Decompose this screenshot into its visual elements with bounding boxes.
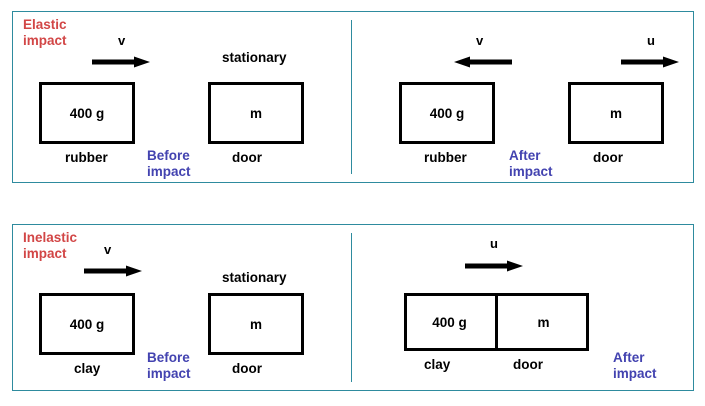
mass-label: 400 g — [432, 314, 467, 330]
arrow-right-v-before-inelastic — [84, 265, 146, 277]
arrow-right-v-before-elastic — [92, 56, 154, 68]
caption-after-impact-inelastic: After impact — [613, 350, 657, 381]
panel-divider — [351, 20, 352, 174]
mass-label: m — [537, 314, 550, 330]
stationary-label-elastic: stationary — [222, 50, 287, 65]
velocity-symbol-u-after-inelastic: u — [490, 236, 498, 251]
body-label-door-before-inelastic: door — [232, 361, 262, 376]
mass-box-door-before-inelastic: m — [208, 293, 304, 355]
mass-box-door-before-elastic: m — [208, 82, 304, 144]
velocity-symbol-u-after-elastic: u — [647, 33, 655, 48]
mass-box-joined-clay-door-after-inelastic: 400 g m — [404, 293, 589, 351]
arrow-right-u-after-inelastic — [465, 260, 527, 272]
mass-label: 400 g — [429, 105, 465, 121]
mass-label: 400 g — [69, 316, 105, 332]
body-label-door-after-inelastic: door — [513, 357, 543, 372]
body-label-door-after-elastic: door — [593, 150, 623, 165]
stationary-label-inelastic: stationary — [222, 270, 287, 285]
body-label-clay-after-inelastic: clay — [424, 357, 451, 372]
velocity-symbol-v-before-elastic: v — [118, 33, 126, 48]
panel-divider — [351, 233, 352, 382]
mass-label: m — [609, 105, 622, 121]
mass-box-clay-before-inelastic: 400 g — [39, 293, 135, 355]
joined-cell-clay: 400 g — [404, 296, 495, 348]
arrow-right-u-after-elastic — [621, 56, 683, 68]
arrow-left-v-after-elastic — [450, 56, 512, 68]
caption-before-impact-elastic: Before impact — [147, 148, 191, 179]
body-label-rubber-before-elastic: rubber — [65, 150, 108, 165]
mass-label: m — [249, 105, 262, 121]
heading-inelastic-impact: Inelastic impact — [23, 230, 78, 261]
caption-before-impact-inelastic: Before impact — [147, 350, 191, 381]
heading-elastic-impact: Elastic impact — [23, 17, 67, 48]
mass-label: m — [249, 316, 262, 332]
panel-elastic-impact: Elastic impact v stationary 400 g rubber… — [12, 11, 694, 183]
velocity-symbol-v-before-inelastic: v — [104, 242, 112, 257]
mass-label: 400 g — [69, 105, 105, 121]
joined-cell-door: m — [495, 296, 589, 348]
caption-after-impact-elastic: After impact — [509, 148, 553, 179]
body-label-door-before-elastic: door — [232, 150, 262, 165]
body-label-clay-before-inelastic: clay — [74, 361, 101, 376]
velocity-symbol-v-after-elastic: v — [476, 33, 484, 48]
mass-box-rubber-after-elastic: 400 g — [399, 82, 495, 144]
body-label-rubber-after-elastic: rubber — [424, 150, 467, 165]
mass-box-door-after-elastic: m — [568, 82, 664, 144]
panel-inelastic-impact: Inelastic impact v stationary 400 g clay… — [12, 224, 694, 391]
mass-box-rubber-before-elastic: 400 g — [39, 82, 135, 144]
